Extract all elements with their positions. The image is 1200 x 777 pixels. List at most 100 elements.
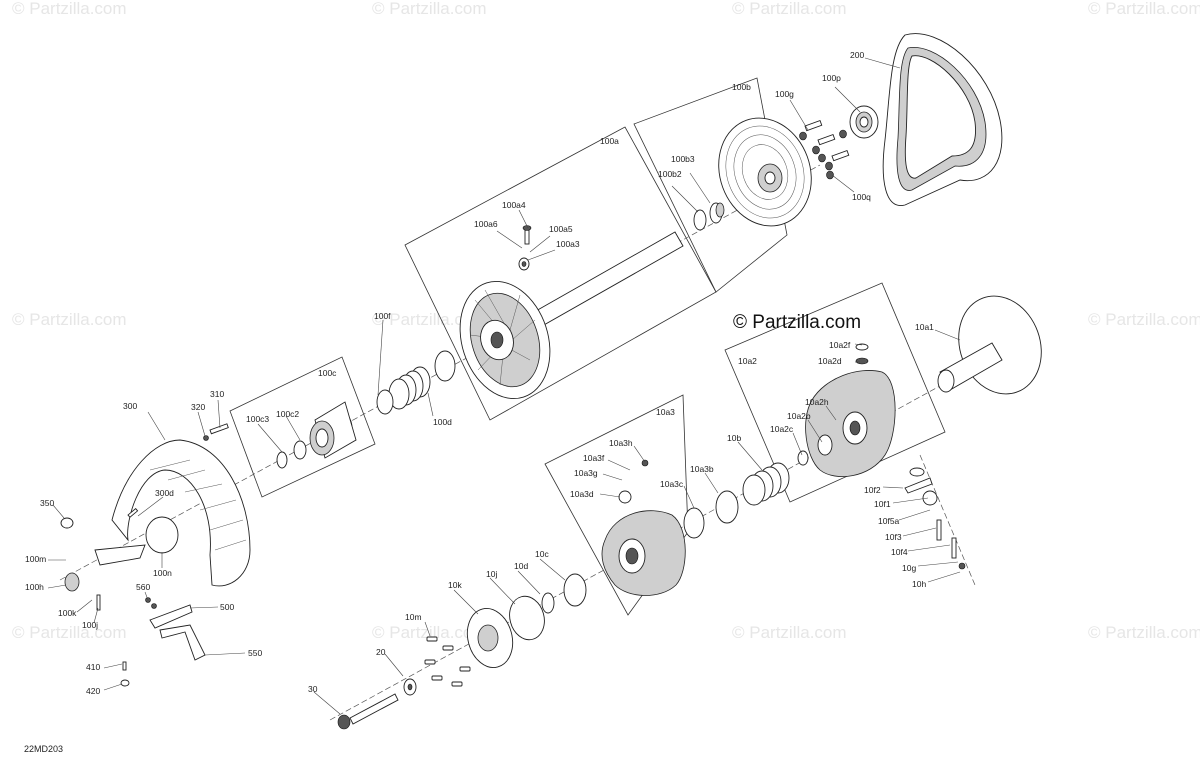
label-10a2c: 10a2c (770, 424, 794, 434)
belt-guard-300 (60, 439, 251, 611)
label-10f3: 10f3 (885, 532, 902, 542)
label-100a4: 100a4 (502, 200, 526, 210)
leader-lines (47, 57, 961, 715)
bolts-310-320 (127, 423, 229, 518)
group-box-100b (633, 77, 788, 293)
watermark: © Partzilla.com (732, 0, 847, 18)
watermark: © Partzilla.com (1088, 310, 1200, 329)
watermark: © Partzilla.com (12, 0, 127, 18)
label-100q: 100q (852, 192, 871, 202)
label-10k: 10k (448, 580, 462, 590)
label-10a3: 10a3 (656, 407, 675, 417)
label-10a3f: 10a3f (583, 453, 605, 463)
label-100m: 100m (25, 554, 46, 564)
watermark: © Partzilla.com (12, 623, 127, 642)
label-100j: 100j (82, 620, 98, 630)
label-350: 350 (40, 498, 54, 508)
watermark: © Partzilla.com (1088, 0, 1200, 18)
label-10d: 10d (514, 561, 528, 571)
label-410: 410 (86, 662, 100, 672)
label-10h: 10h (912, 579, 926, 589)
brackets-500-550 (120, 597, 206, 687)
label-100p: 100p (822, 73, 841, 83)
label-560: 560 (136, 582, 150, 592)
parts-lower-row (466, 573, 587, 668)
label-100f: 100f (374, 311, 391, 321)
label-100k: 100k (58, 608, 77, 618)
watermark: © Partzilla.com (372, 310, 487, 329)
label-100a: 100a (600, 136, 619, 146)
label-10c: 10c (535, 549, 549, 559)
label-10f4: 10f4 (891, 547, 908, 557)
label-10f1: 10f1 (874, 499, 891, 509)
guard (111, 439, 251, 587)
label-100g: 100g (775, 89, 794, 99)
label-10b: 10b (727, 433, 741, 443)
fixed-sheave-100a (459, 231, 684, 400)
spring-100d (376, 350, 456, 415)
belt-gap (904, 55, 976, 179)
label-300d: 300d (155, 488, 174, 498)
fasteners-10f (904, 467, 966, 570)
bushings-100b (693, 202, 725, 231)
fasteners-100g (799, 119, 850, 180)
sheave-10a1 (937, 295, 1042, 395)
label-100c2: 100c2 (276, 409, 299, 419)
label-100c: 100c (318, 368, 337, 378)
label-310: 310 (210, 389, 224, 399)
cam-100c (276, 401, 357, 469)
label-10a3d: 10a3d (570, 489, 594, 499)
label-300: 300 (123, 401, 137, 411)
watermark: © Partzilla.com (372, 0, 487, 18)
bolt (349, 693, 399, 725)
label-100a5: 100a5 (549, 224, 573, 234)
label-10m: 10m (405, 612, 422, 622)
label-100b3: 100b3 (671, 154, 695, 164)
label-10a2d: 10a2d (818, 356, 842, 366)
drawing-code: 22MD203 (24, 744, 63, 754)
label-100h: 100h (25, 582, 44, 592)
label-10a3c: 10a3c (660, 479, 684, 489)
brand-mark: © Partzilla.com (733, 312, 861, 333)
bolt-30 (337, 678, 417, 730)
label-100b2: 100b2 (658, 169, 682, 179)
sheave-disc (958, 295, 1042, 395)
callout-labels: 200 100p 100g 100b 100q 100a 100b3 100b2… (25, 50, 934, 696)
watermark: © Partzilla.com (12, 310, 127, 329)
spring-10b (742, 462, 790, 506)
label-420: 420 (86, 686, 100, 696)
drive-belt (882, 33, 1003, 206)
label-10j: 10j (486, 569, 497, 579)
watermark: © Partzilla.com (732, 623, 847, 642)
label-100c3: 100c3 (246, 414, 269, 424)
group-box-100c (229, 356, 376, 498)
housing-10a2 (797, 343, 896, 477)
label-10a3g: 10a3g (574, 468, 598, 478)
shaft (519, 231, 684, 335)
label-500: 500 (220, 602, 234, 612)
label-100a3: 100a3 (556, 239, 580, 249)
label-100n: 100n (153, 568, 172, 578)
watermark: © Partzilla.com (372, 623, 487, 642)
group-box-10a2 (724, 282, 946, 503)
watermark-layer: © Partzilla.com © Partzilla.com © Partzi… (12, 0, 1200, 642)
sheave-100b (718, 117, 812, 227)
parts-100a-small (518, 225, 532, 271)
label-10a2h: 10a2h (805, 397, 829, 407)
label-100d: 100d (433, 417, 452, 427)
clip-350 (60, 517, 74, 529)
label-550: 550 (248, 648, 262, 658)
label-100b: 100b (732, 82, 751, 92)
label-10a1: 10a1 (915, 322, 934, 332)
label-10g: 10g (902, 563, 916, 573)
label-10a2f: 10a2f (829, 340, 851, 350)
bearing-100p (849, 105, 879, 139)
label-10a3h: 10a3h (609, 438, 633, 448)
fastener-axis (919, 454, 976, 586)
label-10a3b: 10a3b (690, 464, 714, 474)
screws-10m (424, 636, 471, 687)
label-10f5a: 10f5a (878, 516, 900, 526)
label-100a6: 100a6 (474, 219, 498, 229)
